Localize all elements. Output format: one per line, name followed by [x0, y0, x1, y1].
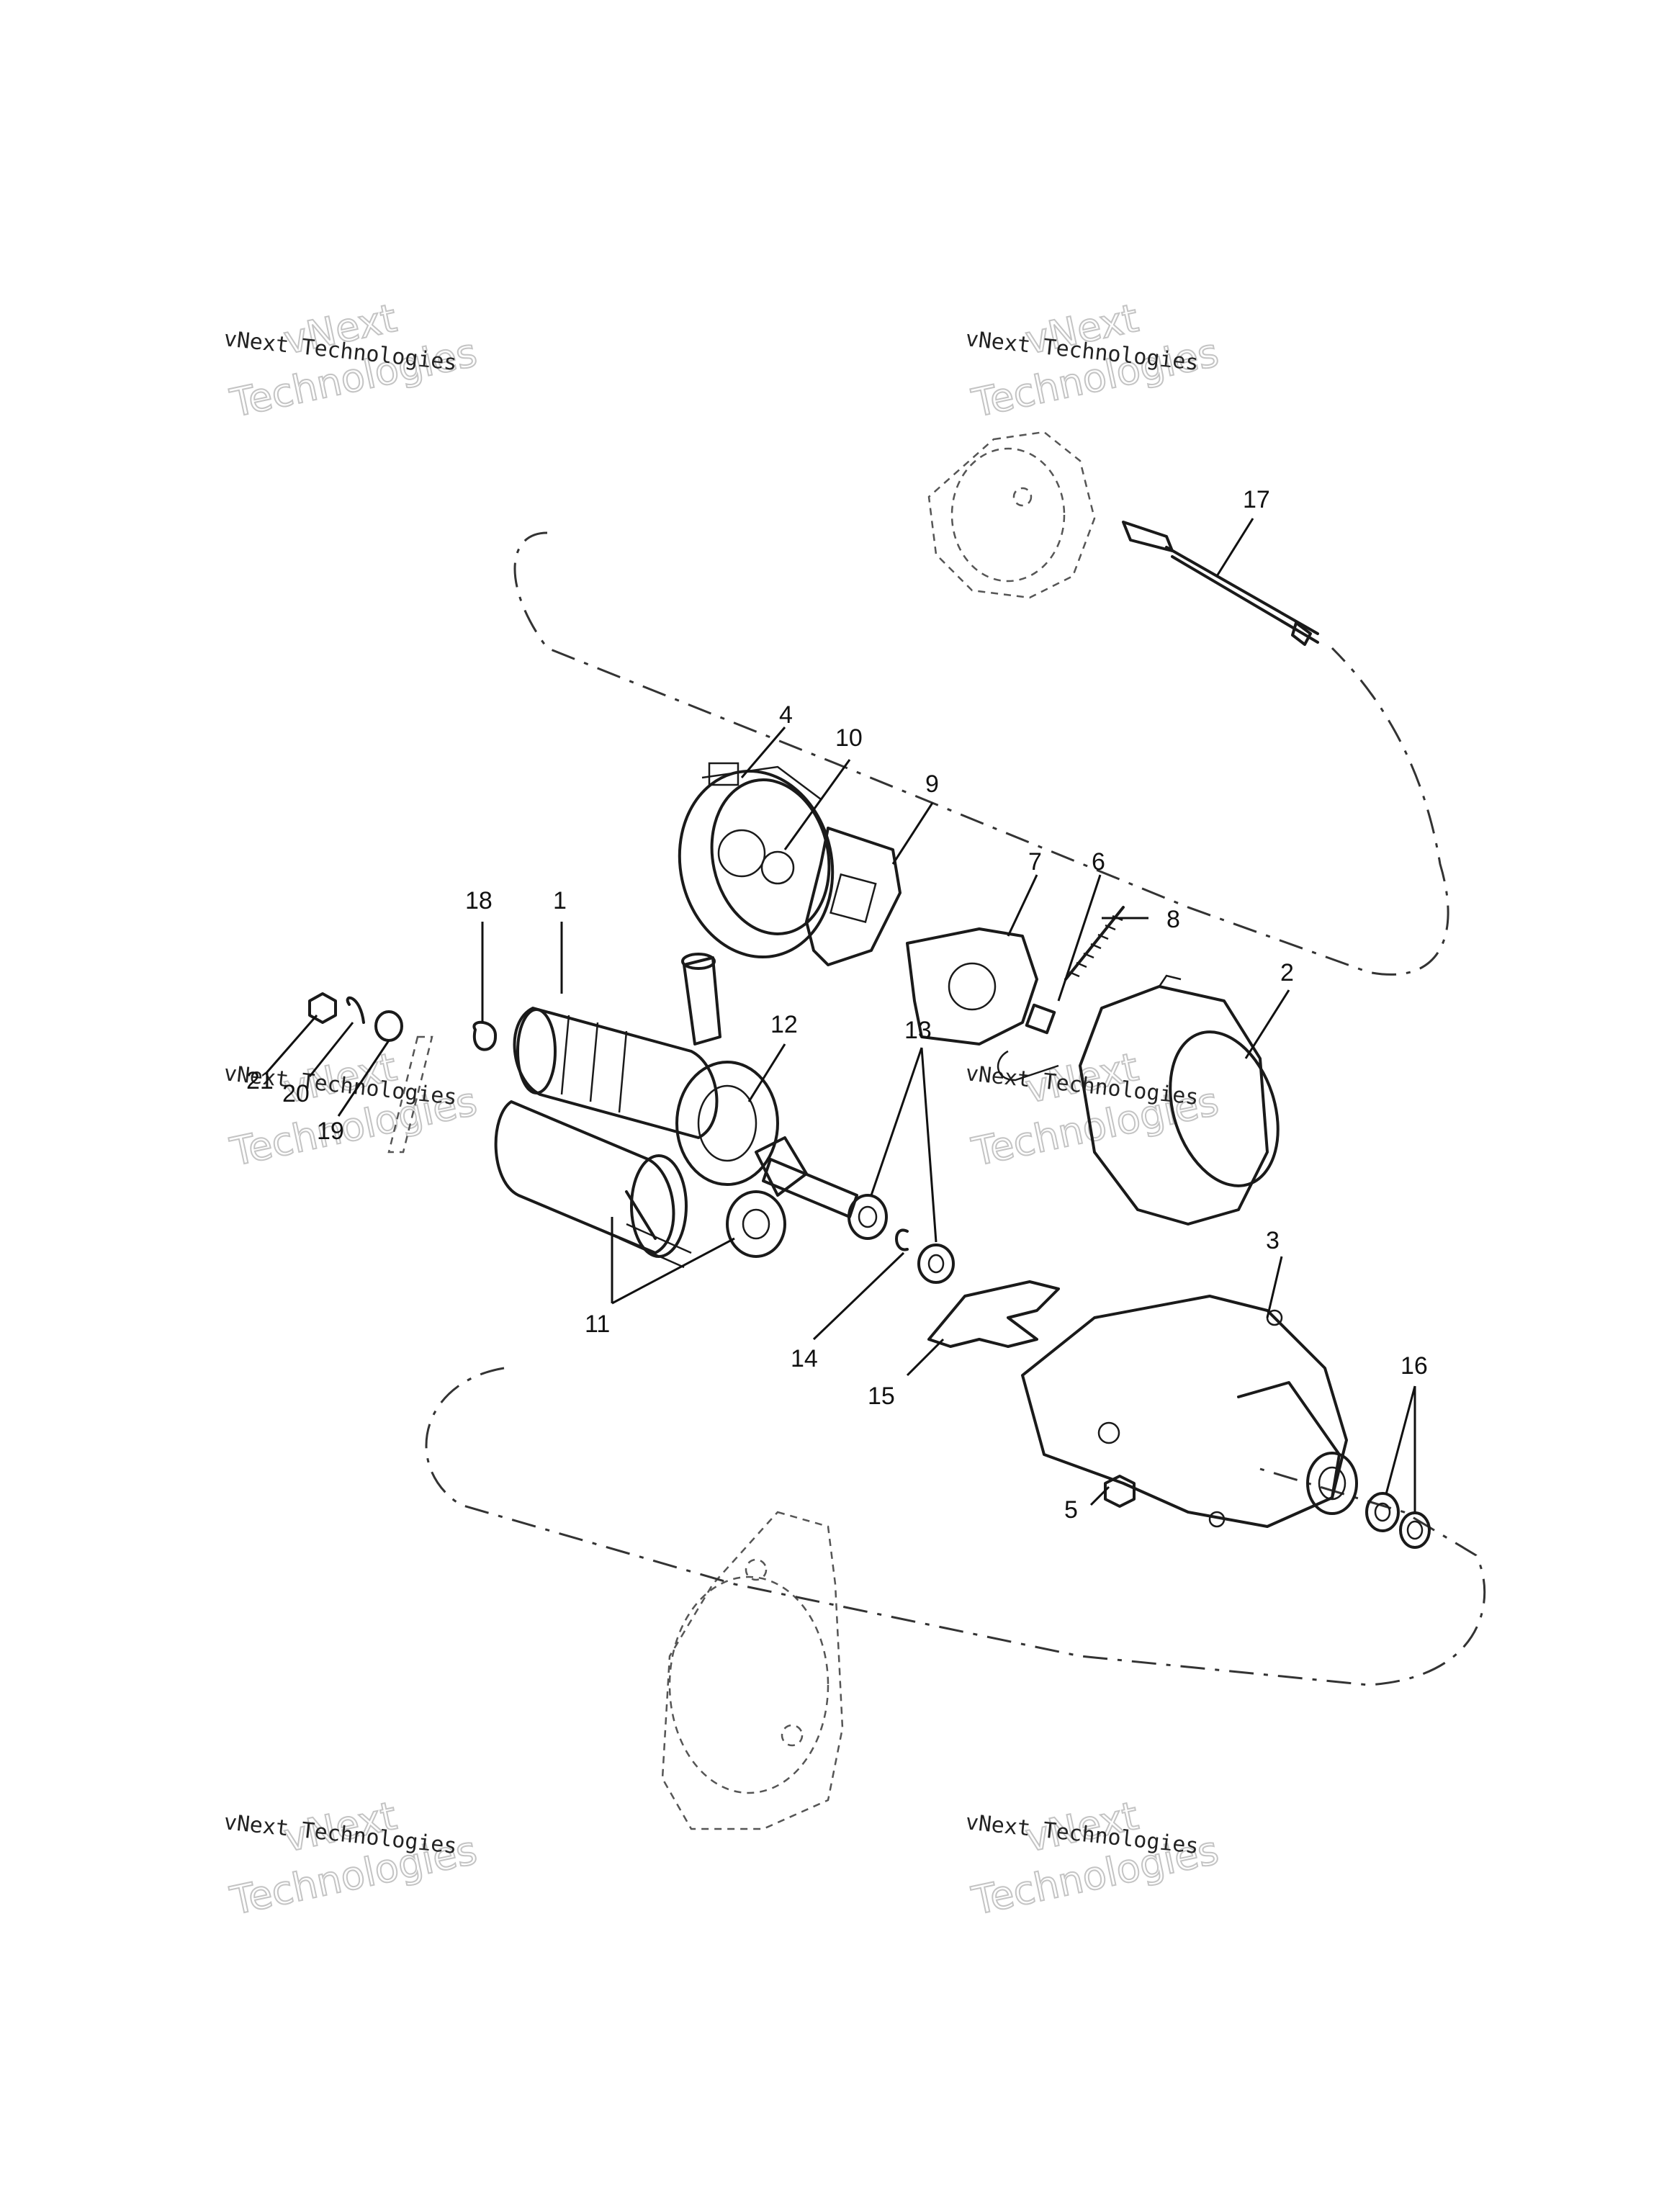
watermark-middle-right: vNext Technologies vNext Technologies	[964, 1043, 1223, 1176]
brush-spring	[1064, 906, 1125, 981]
callout-7: 7	[1028, 848, 1042, 876]
nut-18	[472, 1020, 497, 1051]
callout-2: 2	[1280, 959, 1294, 986]
callout-20: 20	[282, 1080, 310, 1107]
watermark-bottom-left: vNext Technologies vNext Technologies	[222, 1792, 481, 1925]
ghost-engine-flange-top	[927, 431, 1096, 599]
ghost-engine-flange-bottom	[661, 1511, 844, 1830]
callout-13: 13	[904, 1017, 932, 1044]
brush	[997, 1003, 1059, 1082]
armature-motor	[513, 1007, 719, 1139]
callout-8: 8	[1166, 906, 1180, 933]
watermark-bottom-right: vNext Technologies vNext Technologies	[964, 1792, 1223, 1925]
callout-14: 14	[791, 1345, 818, 1372]
bushing-and-seal	[1365, 1492, 1431, 1549]
assembly-loop-lower	[425, 1367, 1486, 1686]
callout-15: 15	[868, 1382, 895, 1410]
callout-18: 18	[465, 887, 493, 914]
bearing-washer-set	[848, 1194, 955, 1284]
callout-10: 10	[835, 724, 863, 752]
shift-lever	[927, 1280, 1060, 1348]
callout-5: 5	[1064, 1496, 1078, 1524]
leader-lines	[265, 518, 1416, 1512]
callout-16: 16	[1401, 1352, 1428, 1380]
watermark-top-right: vNext Technologies vNext Technologies	[964, 295, 1223, 427]
insulator-plate	[805, 827, 902, 966]
brush-sleeve	[681, 953, 721, 1046]
yoke-housing	[1079, 974, 1280, 1226]
solenoid	[494, 1100, 786, 1269]
drive-end-housing	[1021, 1295, 1358, 1528]
through-bolt	[1122, 521, 1319, 646]
hex-nut-21	[308, 992, 337, 1024]
mounting-nut	[1104, 1475, 1136, 1508]
callout-6: 6	[1092, 848, 1105, 876]
callout-3: 3	[1266, 1227, 1280, 1254]
callout-11: 11	[585, 1310, 610, 1338]
terminal-stud-ghost	[387, 1035, 433, 1154]
callout-9: 9	[925, 770, 939, 798]
callout-17: 17	[1243, 486, 1270, 513]
callout-19: 19	[317, 1118, 344, 1145]
flat-washer-19	[374, 1010, 403, 1042]
callout-4: 4	[779, 701, 793, 729]
callout-1: 1	[553, 887, 567, 914]
watermark-top-left: vNext Technologies vNext Technologies	[222, 295, 481, 427]
callout-12: 12	[770, 1011, 798, 1038]
callout-21: 21	[246, 1067, 274, 1094]
brush-holder	[906, 927, 1038, 1046]
rear-end-cover	[678, 762, 835, 959]
assembly-loop-upper	[513, 531, 1449, 976]
callout-labels: 1 2 3 4 5 6 7 8 9 10 11 12 13 14 15 16 1…	[246, 486, 1428, 1524]
lock-washer-20	[346, 996, 365, 1024]
